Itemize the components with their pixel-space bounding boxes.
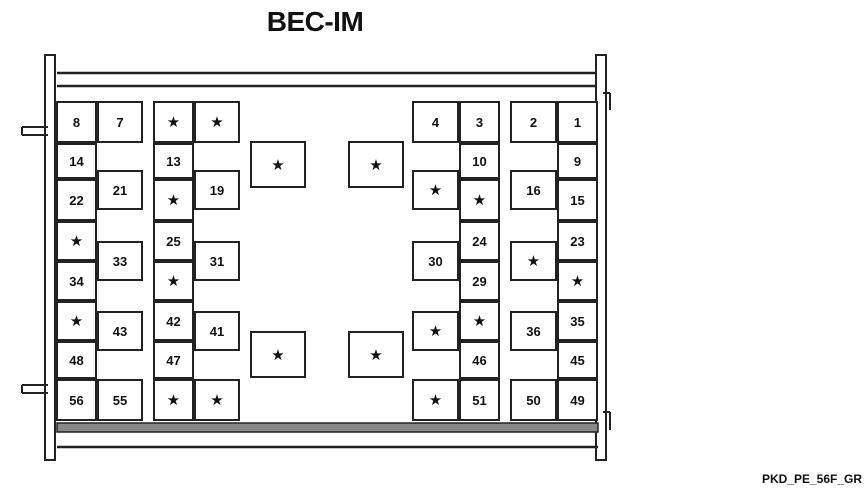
cavity-45: 45 (557, 341, 598, 379)
cavity-blank-star: ★ (412, 379, 459, 421)
cavity-19: 19 (194, 170, 240, 210)
cavity-blank-star: ★ (153, 379, 194, 421)
cavity-blank-star: ★ (459, 301, 500, 341)
cavity-41: 41 (194, 311, 240, 351)
cavity-25: 25 (153, 221, 194, 261)
cavity-31: 31 (194, 241, 240, 281)
cavity-47: 47 (153, 341, 194, 379)
cavity-blank-star: ★ (153, 179, 194, 221)
cavity-24: 24 (459, 221, 500, 261)
cavity-large-blank-star: ★ (250, 141, 306, 188)
cavity-9: 9 (557, 143, 598, 179)
cavity-blank-star: ★ (412, 311, 459, 351)
cavity-4: 4 (412, 101, 459, 143)
cavity-blank-star: ★ (194, 101, 240, 143)
cavity-13: 13 (153, 143, 194, 179)
cavity-35: 35 (557, 301, 598, 341)
cavity-56: 56 (56, 379, 97, 421)
cavity-30: 30 (412, 241, 459, 281)
cavity-15: 15 (557, 179, 598, 221)
cavity-3: 3 (459, 101, 500, 143)
cavity-36: 36 (510, 311, 557, 351)
cavity-blank-star: ★ (153, 101, 194, 143)
cavity-49: 49 (557, 379, 598, 421)
cavity-34: 34 (56, 261, 97, 301)
cavity-48: 48 (56, 341, 97, 379)
cavity-large-blank-star: ★ (348, 141, 404, 188)
cavity-21: 21 (97, 170, 143, 210)
cavity-large-blank-star: ★ (250, 331, 306, 378)
cavity-7: 7 (97, 101, 143, 143)
cavity-8: 8 (56, 101, 97, 143)
cavity-blank-star: ★ (56, 301, 97, 341)
cavity-55: 55 (97, 379, 143, 421)
cavity-33: 33 (97, 241, 143, 281)
cavity-16: 16 (510, 170, 557, 210)
cavity-14: 14 (56, 143, 97, 179)
cavity-blank-star: ★ (153, 261, 194, 301)
cavity-large-blank-star: ★ (348, 331, 404, 378)
cavity-43: 43 (97, 311, 143, 351)
cavity-2: 2 (510, 101, 557, 143)
cavity-blank-star: ★ (56, 221, 97, 261)
cavity-blank-star: ★ (557, 261, 598, 301)
cavity-22: 22 (56, 179, 97, 221)
cavity-46: 46 (459, 341, 500, 379)
cavity-23: 23 (557, 221, 598, 261)
connector-title: BEC-IM (266, 6, 364, 37)
cavity-51: 51 (459, 379, 500, 421)
cavity-blank-star: ★ (459, 179, 500, 221)
cavity-1: 1 (557, 101, 598, 143)
figure-reference-code: PKD_PE_56F_GR (761, 472, 862, 486)
cavity-blank-star: ★ (510, 241, 557, 281)
cavity-29: 29 (459, 261, 500, 301)
cavity-blank-star: ★ (194, 379, 240, 421)
cavity-10: 10 (459, 143, 500, 179)
cavity-blank-star: ★ (412, 170, 459, 210)
cavity-42: 42 (153, 301, 194, 341)
cavity-50: 50 (510, 379, 557, 421)
